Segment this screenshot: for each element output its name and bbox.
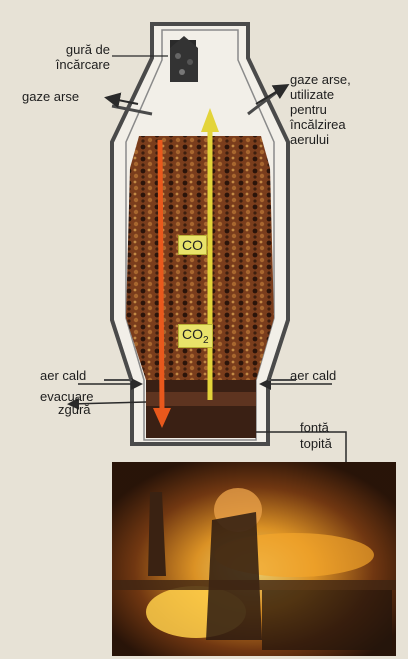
molten-iron-line-1: fontă xyxy=(300,420,332,436)
ore-piece xyxy=(187,59,193,65)
ore-piece xyxy=(179,69,185,75)
exhaust-gas-right-label: gaze arse, utilizate pentru încălzirea a… xyxy=(290,72,351,147)
exhaust-gas-left-label: gaze arse xyxy=(22,89,79,104)
co-gas-tag: CO xyxy=(178,235,207,255)
hot-air-right-label: aer cald xyxy=(290,368,336,383)
co2-label-base: CO xyxy=(182,326,203,342)
charging-mouth-label: gură de încărcare xyxy=(40,42,110,72)
charging-mouth-line-1: gură de xyxy=(40,42,110,57)
molten-iron-line-2: topită xyxy=(300,436,332,452)
molten-iron-label: fontă topită xyxy=(300,420,332,452)
exhaust-right-line-5: aerului xyxy=(290,132,351,147)
exhaust-right-line-2: utilizate xyxy=(290,87,351,102)
exhaust-right-line-3: pentru xyxy=(290,102,351,117)
charging-mouth-line-2: încărcare xyxy=(40,57,110,72)
co2-label-subscript: 2 xyxy=(203,335,209,346)
ore-piece xyxy=(175,53,181,59)
co-label: CO xyxy=(182,237,203,253)
descending-flow-arrow xyxy=(160,140,162,412)
slag-line-2: zgură xyxy=(40,403,93,416)
foundry-photo xyxy=(112,462,396,656)
slag-outlet-label: evacuare zgură xyxy=(40,390,93,416)
hot-air-left-label: aer cald xyxy=(40,368,86,383)
exhaust-right-line-1: gaze arse, xyxy=(290,72,351,87)
co2-gas-tag: CO2 xyxy=(178,324,213,348)
exhaust-right-line-4: încălzirea xyxy=(290,117,351,132)
